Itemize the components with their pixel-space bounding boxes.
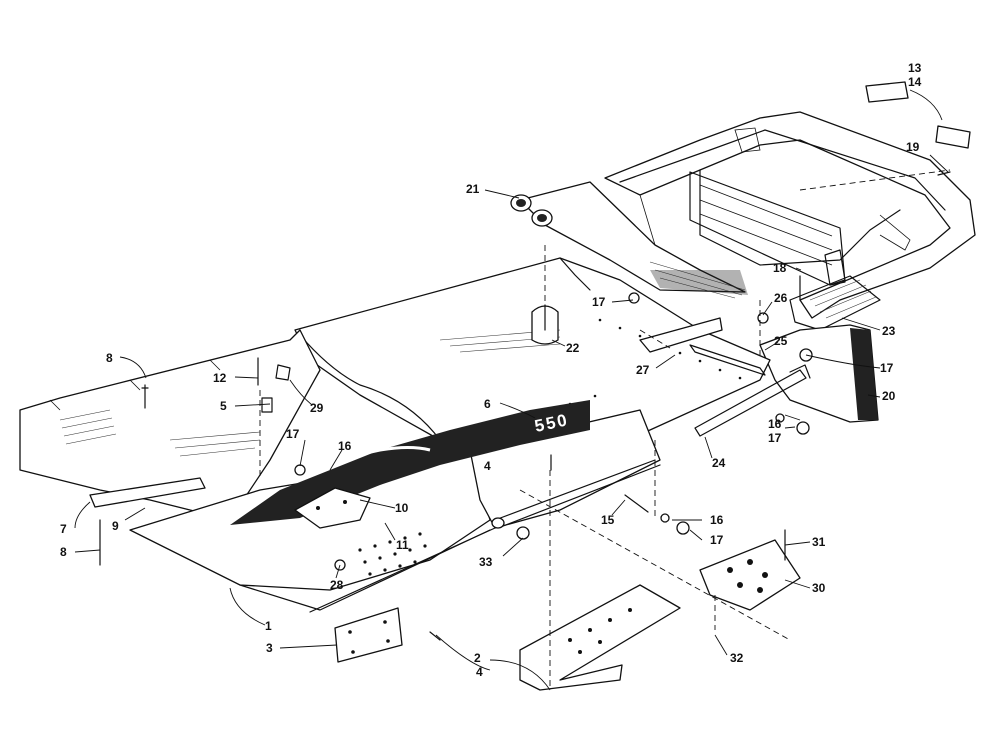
reinforcement-plate <box>334 607 403 663</box>
callout-29: 29 <box>310 401 324 415</box>
callout-33: 33 <box>479 555 493 569</box>
bracket-2 <box>519 584 681 691</box>
callout-8-lower: 8 <box>60 545 67 559</box>
alignment-lines <box>259 169 951 690</box>
leader-lines <box>74 89 949 691</box>
callout-5: 5 <box>220 399 227 413</box>
fasteners <box>99 171 951 641</box>
callout-16-left: 16 <box>338 439 352 453</box>
footrest-holes <box>358 532 427 576</box>
callout-24: 24 <box>712 456 726 470</box>
footrest-bracket <box>699 539 801 611</box>
callout-20: 20 <box>882 389 896 403</box>
callout-13: 13 <box>908 61 922 75</box>
callout-11: 11 <box>396 538 409 552</box>
callout-26: 26 <box>774 291 788 305</box>
callout-18: 18 <box>773 261 787 275</box>
callout-3: 3 <box>266 641 273 655</box>
callout-19: 19 <box>906 140 920 154</box>
callout-17-upper: 17 <box>592 295 606 309</box>
callout-9: 9 <box>112 519 119 533</box>
decal-plates <box>865 81 971 149</box>
callout-31: 31 <box>812 535 826 549</box>
callout-21: 21 <box>466 182 480 196</box>
rear-axle-rod <box>694 364 811 437</box>
callout-8-upper: 8 <box>106 351 113 365</box>
callout-32: 32 <box>730 651 744 665</box>
callout-7: 7 <box>60 522 67 536</box>
callout-16-lower: 16 <box>710 513 724 527</box>
callout-28: 28 <box>330 578 344 592</box>
callout-4-upper: 4 <box>484 459 491 473</box>
callout-1: 1 <box>265 619 272 633</box>
callout-17-right: 17 <box>768 431 782 445</box>
callout-27: 27 <box>636 363 650 377</box>
callout-17-rear: 17 <box>880 361 894 375</box>
rear-flap <box>759 324 879 423</box>
latch-bracket <box>294 487 371 529</box>
callout-15: 15 <box>601 513 615 527</box>
callout-25: 25 <box>774 334 788 348</box>
callout-10: 10 <box>395 501 409 515</box>
callout-17-lower: 17 <box>710 533 724 547</box>
side-decal: 550 <box>230 400 590 525</box>
side-rail <box>89 477 206 508</box>
cross-brace <box>639 317 766 376</box>
callout-17-left: 17 <box>286 427 300 441</box>
rear-rack-frame <box>604 111 976 331</box>
callout-30: 30 <box>812 581 826 595</box>
upper-reinforcement <box>510 181 748 299</box>
callout-2: 2 <box>474 651 481 665</box>
callout-4-lower: 4 <box>476 665 483 679</box>
callout-14: 14 <box>908 75 922 89</box>
callout-6: 6 <box>484 397 491 411</box>
callout-22: 22 <box>566 341 580 355</box>
callout-labels: 1 2 3 4 4 5 6 7 8 8 9 10 11 12 13 14 15 … <box>60 61 922 679</box>
bolt-22 <box>531 304 559 345</box>
callout-12: 12 <box>213 371 227 385</box>
callout-16-right: 16 <box>768 417 782 431</box>
chassis-tunnel <box>294 257 771 501</box>
callout-23: 23 <box>882 324 896 338</box>
